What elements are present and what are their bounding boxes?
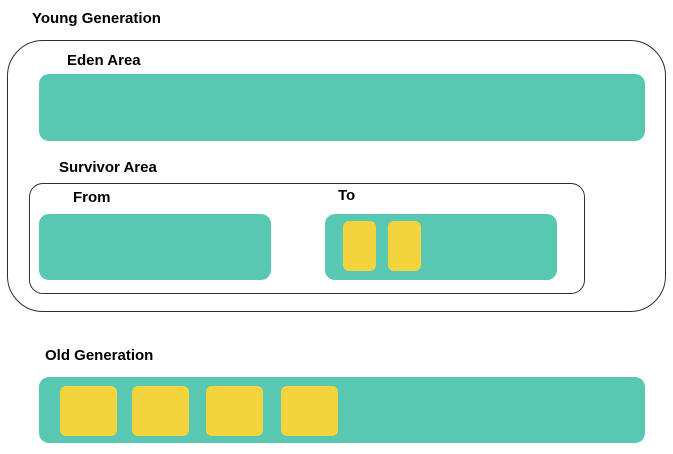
young-generation-frame: [7, 40, 666, 312]
to-space-object-2: [388, 221, 421, 271]
from-space-label: From: [73, 189, 111, 206]
old-generation-object-3: [206, 386, 263, 436]
survivor-area-label: Survivor Area: [59, 159, 157, 176]
eden-area-region: [39, 74, 645, 141]
eden-area-label: Eden Area: [67, 52, 141, 69]
to-space-label: To: [338, 187, 356, 204]
old-generation-object-4: [281, 386, 338, 436]
to-space-object-1: [343, 221, 376, 271]
old-generation-title: Old Generation: [45, 347, 154, 364]
old-generation-object-2: [132, 386, 189, 436]
from-space-region: [39, 214, 271, 280]
old-generation-region: [39, 377, 645, 443]
survivor-area-frame: [29, 183, 585, 294]
old-generation-object-1: [60, 386, 117, 436]
young-generation-title: Young Generation: [32, 10, 161, 27]
